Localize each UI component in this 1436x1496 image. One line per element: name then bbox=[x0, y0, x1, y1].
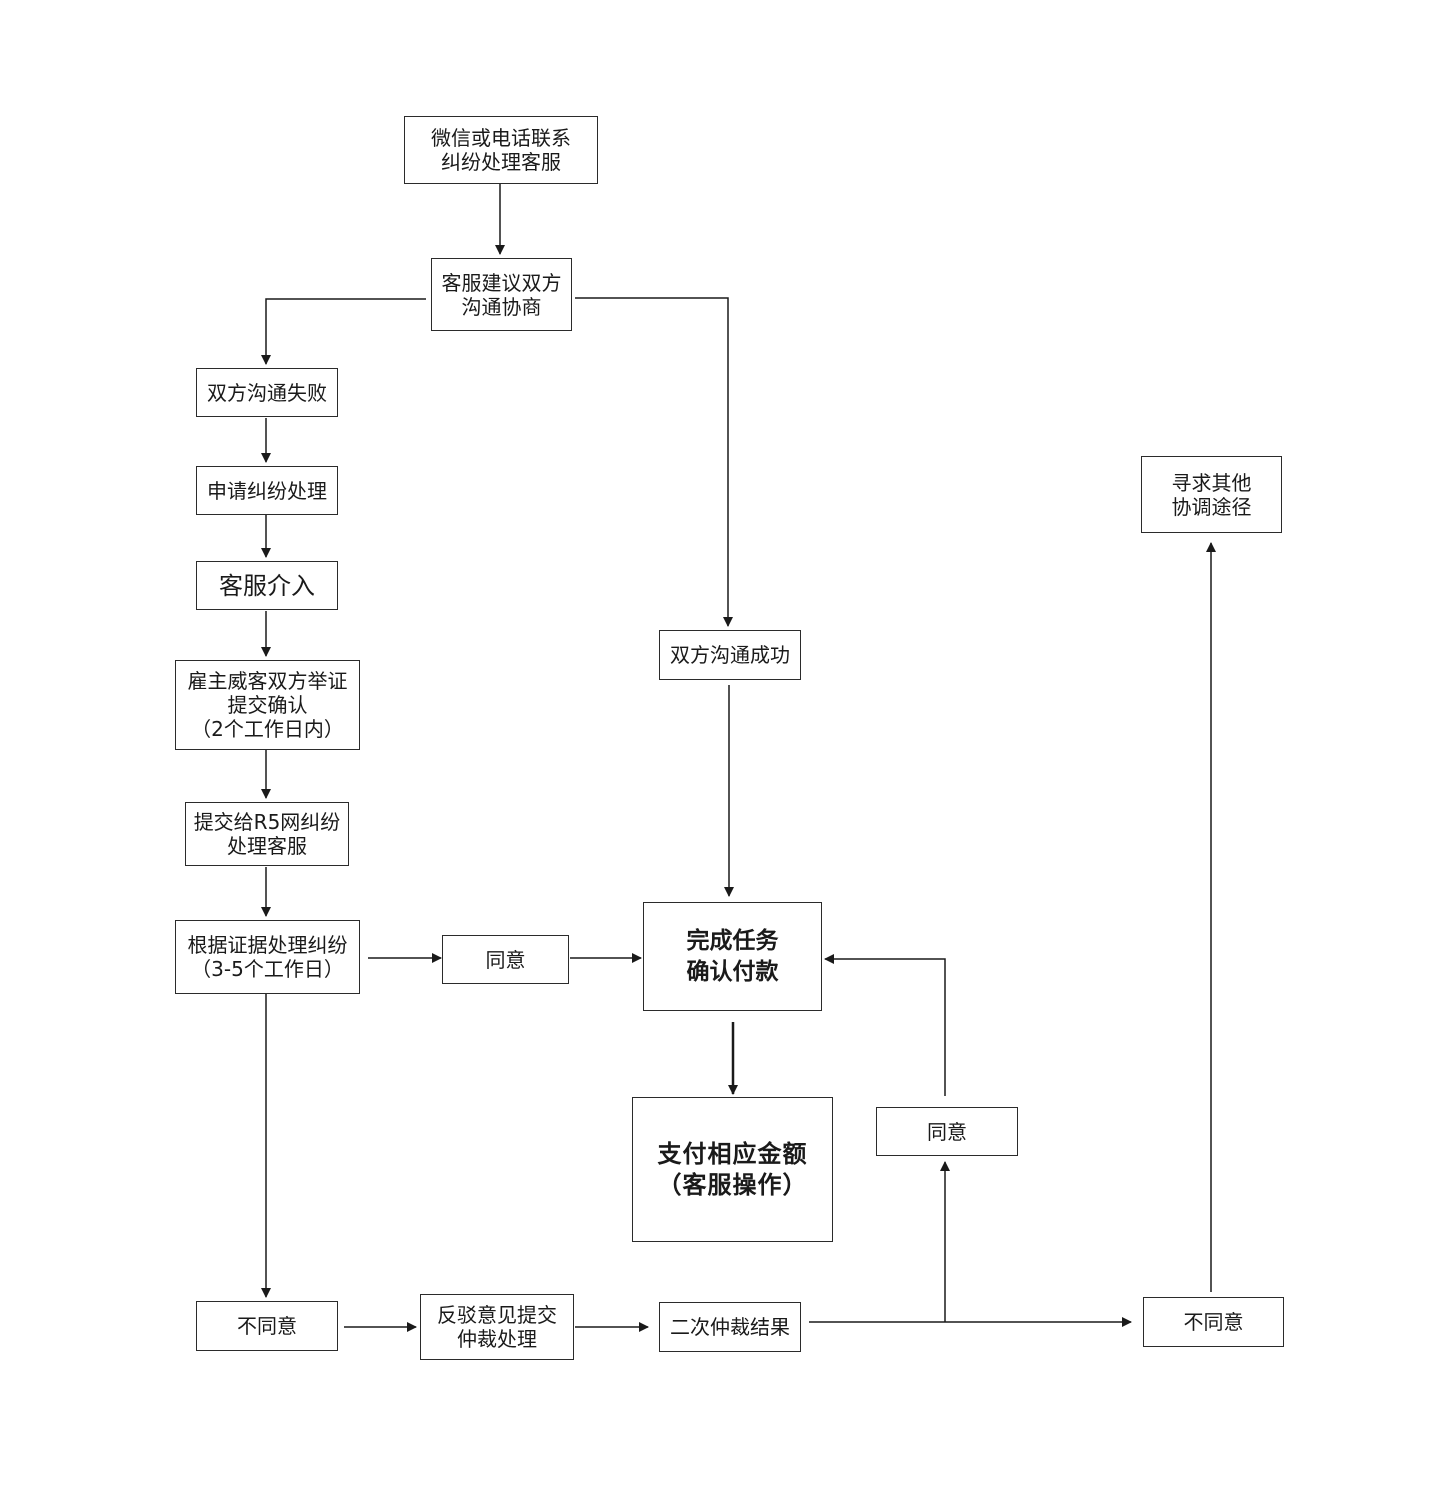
node-submit-to-r5-label: 提交给R5网纠纷 处理客服 bbox=[193, 810, 341, 858]
node-second-arbitration: 二次仲裁结果 bbox=[659, 1302, 801, 1352]
node-process-by-evidence-label: 根据证据处理纠纷 （3-5个工作日） bbox=[187, 933, 348, 981]
node-apply-dispute-label: 申请纠纷处理 bbox=[207, 478, 327, 503]
node-submit-to-r5: 提交给R5网纠纷 处理客服 bbox=[185, 802, 349, 866]
node-submit-evidence: 雇主威客双方举证 提交确认 （2个工作日内） bbox=[175, 660, 360, 750]
node-negotiation-success-label: 双方沟通成功 bbox=[670, 643, 790, 667]
node-apply-dispute: 申请纠纷处理 bbox=[196, 466, 338, 515]
node-disagree-2: 不同意 bbox=[1143, 1297, 1284, 1347]
node-disagree-1: 不同意 bbox=[196, 1301, 338, 1351]
node-service-intervene-label: 客服介入 bbox=[219, 571, 315, 600]
node-pay-amount: 支付相应金额 （客服操作） bbox=[632, 1097, 833, 1242]
node-negotiation-failed: 双方沟通失败 bbox=[196, 368, 338, 417]
arrow-suggest-to-failed bbox=[261, 298, 426, 365]
node-disagree-1-label: 不同意 bbox=[237, 1314, 297, 1338]
node-second-arbitration-label: 二次仲裁结果 bbox=[670, 1315, 790, 1339]
node-rebut-arbitration: 反驳意见提交 仲裁处理 bbox=[420, 1294, 574, 1360]
node-submit-evidence-label: 雇主威客双方举证 提交确认 （2个工作日内） bbox=[187, 669, 348, 741]
node-process-by-evidence: 根据证据处理纠纷 （3-5个工作日） bbox=[175, 920, 360, 994]
node-negotiation-failed-label: 双方沟通失败 bbox=[207, 380, 327, 405]
node-service-intervene: 客服介入 bbox=[196, 561, 338, 610]
node-disagree-2-label: 不同意 bbox=[1183, 1310, 1244, 1334]
node-contact-service: 微信或电话联系 纠纷处理客服 bbox=[404, 116, 598, 184]
node-suggest-negotiate: 客服建议双方 沟通协商 bbox=[431, 258, 572, 331]
node-contact-service-label: 微信或电话联系 纠纷处理客服 bbox=[431, 126, 571, 174]
node-agree-1: 同意 bbox=[442, 935, 569, 984]
node-seek-other-label: 寻求其他 协调途径 bbox=[1171, 470, 1252, 519]
node-complete-task-label: 完成任务 确认付款 bbox=[686, 927, 779, 985]
arrow-agree-to-complete-back bbox=[824, 954, 946, 1096]
node-negotiation-success: 双方沟通成功 bbox=[659, 630, 801, 680]
node-seek-other: 寻求其他 协调途径 bbox=[1141, 456, 1282, 533]
node-suggest-negotiate-label: 客服建议双方 沟通协商 bbox=[441, 270, 562, 319]
node-agree-2-label: 同意 bbox=[927, 1119, 967, 1144]
node-pay-amount-label: 支付相应金额 （客服操作） bbox=[657, 1139, 808, 1199]
node-agree-1-label: 同意 bbox=[485, 947, 526, 972]
node-agree-2: 同意 bbox=[876, 1107, 1018, 1156]
arrow-suggest-to-success bbox=[575, 297, 733, 627]
node-complete-task: 完成任务 确认付款 bbox=[643, 902, 822, 1011]
node-rebut-arbitration-label: 反驳意见提交 仲裁处理 bbox=[437, 1303, 557, 1351]
